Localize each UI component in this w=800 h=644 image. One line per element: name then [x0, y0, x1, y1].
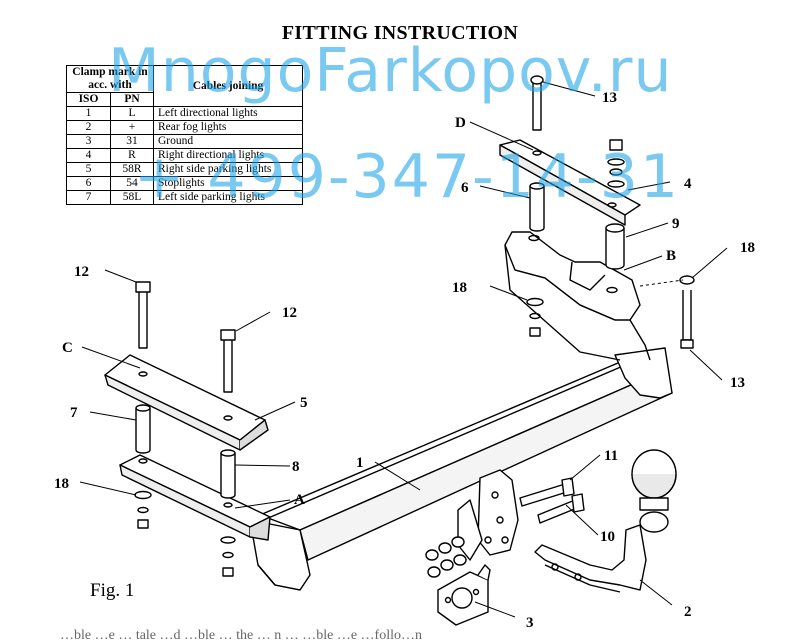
figure-caption: Fig. 1 [90, 580, 135, 601]
label-1: 1 [356, 455, 364, 471]
label-3: 3 [526, 615, 534, 631]
label-C: C [62, 340, 73, 356]
label-D: D [455, 115, 466, 131]
right-mounting-plate [499, 139, 641, 226]
label-6: 6 [461, 180, 469, 196]
nut-cluster [425, 536, 467, 578]
right-upper-nut-stack [607, 139, 625, 188]
label-9: 9 [672, 216, 680, 232]
label-18b: 18 [452, 280, 467, 296]
right-spacer-tubes [529, 182, 625, 270]
washer-nut-right-18 [526, 297, 544, 337]
label-A: A [294, 492, 305, 508]
label-18a: 18 [54, 476, 69, 492]
label-5: 5 [300, 395, 308, 411]
label-B: B [666, 248, 676, 264]
right-side-bracket [504, 231, 651, 361]
label-8: 8 [292, 459, 300, 475]
label-11: 11 [604, 448, 618, 464]
label-4: 4 [684, 176, 692, 192]
label-10: 10 [600, 529, 615, 545]
socket-plate-part-3 [437, 564, 491, 626]
label-18c: 18 [740, 240, 755, 256]
header-pn: PN [110, 92, 154, 107]
clamp-mark-table: Clamp mark in acc. with Cables joining I… [66, 65, 303, 205]
crossbar-part-1 [249, 347, 673, 591]
cut-off-bottom-text: …ble …e … tale …d …ble … the … n … …ble … [60, 628, 422, 643]
bolt-13-right [679, 275, 695, 349]
tow-ball-part-2 [534, 449, 677, 593]
bolts-12-left [135, 281, 236, 393]
table-row: 2+Rear fog lights [66, 120, 303, 135]
left-side-bracket [119, 454, 271, 541]
label-13a: 13 [602, 90, 617, 106]
page-title: FITTING INSTRUCTION [281, 22, 519, 44]
label-2: 2 [684, 604, 692, 620]
label-7: 7 [70, 405, 78, 421]
left-mounting-plate [104, 354, 269, 451]
label-12a: 12 [74, 264, 89, 280]
header-clamp-mark: Clamp mark in acc. with [66, 65, 154, 93]
bolt-13-top [530, 75, 544, 131]
label-12b: 12 [282, 305, 297, 321]
left-spacer-tubes [135, 404, 236, 499]
label-13b: 13 [730, 375, 745, 391]
ball-holder-bracket [457, 469, 519, 561]
washer-nut-left-18 [134, 490, 236, 577]
leader-lines [79, 81, 728, 618]
bolts-10-11 [519, 477, 585, 524]
part-labels: 12 12 C 7 5 8 18 A 1 11 10 2 3 D 6 13 4 … [54, 90, 755, 631]
